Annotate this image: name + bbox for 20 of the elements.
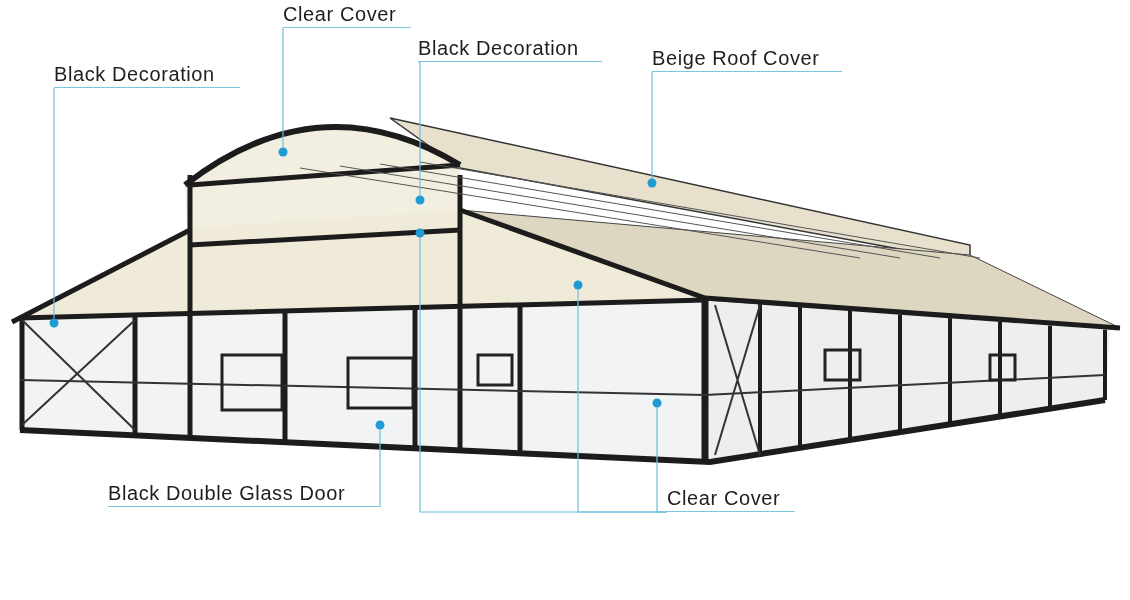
leader-line xyxy=(651,71,653,180)
callout-dot xyxy=(652,398,662,408)
leader-line xyxy=(656,406,668,513)
leader-line xyxy=(282,27,284,149)
callout-label: Clear Cover xyxy=(667,488,781,508)
callout-dot xyxy=(415,195,425,205)
callout-dot xyxy=(647,178,657,188)
callout-label: Black Double Glass Door xyxy=(108,483,346,503)
callout-dot xyxy=(375,420,385,430)
callout-dot xyxy=(278,147,288,157)
leader-line xyxy=(379,428,381,508)
callout-dot xyxy=(415,228,425,238)
leader-line xyxy=(417,61,421,197)
callout-dot xyxy=(573,280,583,290)
leader-line xyxy=(53,87,55,320)
callout-label: Black Decoration xyxy=(418,38,579,58)
callout-label: Beige Roof Cover xyxy=(652,48,820,68)
callout-label: Clear Cover xyxy=(283,4,397,24)
callout-label: Black Decoration xyxy=(54,64,215,84)
callout-dot xyxy=(49,318,59,328)
